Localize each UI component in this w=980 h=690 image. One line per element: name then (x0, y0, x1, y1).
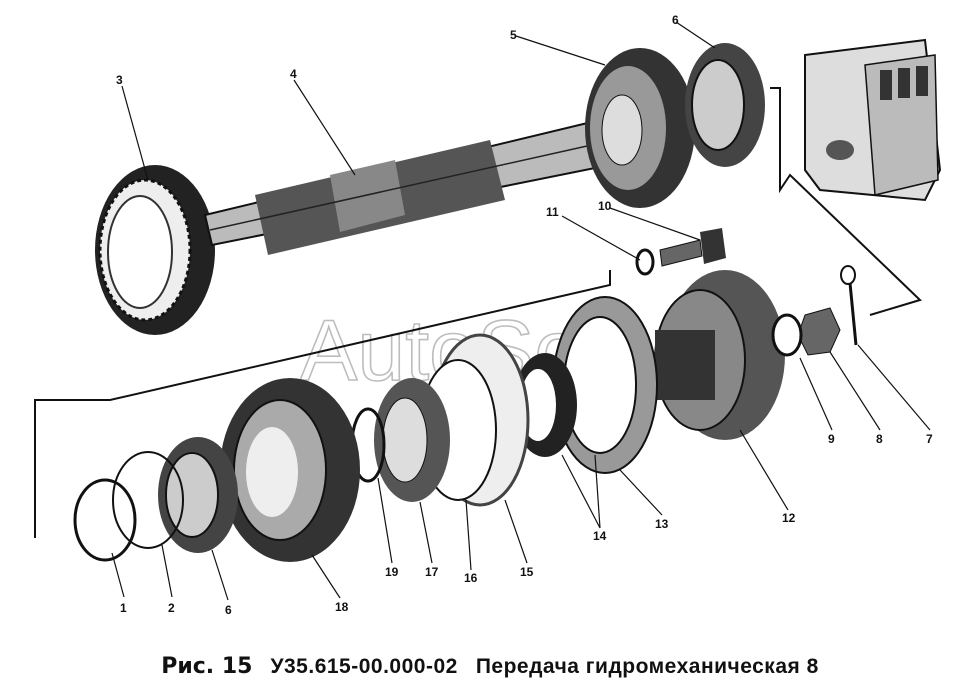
part-label: 5 (510, 28, 517, 42)
part-labels: 1 2 6 18 19 17 16 15 14 13 12 9 8 7 11 1… (116, 13, 933, 617)
figure-title: Передача гидромеханическая 8 (475, 655, 819, 678)
part-label: 6 (225, 603, 232, 617)
snap-ring-part-1 (73, 478, 137, 562)
part-label: 15 (520, 565, 534, 579)
cotter-pin-part-7 (840, 265, 858, 346)
bearing-part-6-bottom (158, 437, 238, 553)
bearing-part-17 (374, 378, 450, 502)
assembly-lines (34, 87, 922, 538)
part-label: 14 (593, 529, 607, 543)
flange-cover-part-12 (654, 270, 785, 440)
part-label: 2 (168, 601, 175, 615)
part-label: 19 (385, 565, 399, 579)
part-label: 1 (120, 601, 127, 615)
part-label: 13 (655, 517, 669, 531)
drawing-code: У35.615-00.000-02 (270, 655, 458, 678)
housing-cover-part-13 (552, 296, 658, 474)
leader-lines (111, 21, 931, 601)
part-label: 9 (828, 432, 835, 446)
nut-part-8 (797, 307, 841, 356)
gearbox-housing (804, 38, 942, 202)
part-label: 11 (546, 205, 559, 219)
part-label: 16 (464, 571, 478, 585)
double-gear-part-5 (585, 48, 695, 208)
part-label: 6 (672, 13, 679, 27)
washer-part-9 (771, 313, 803, 357)
figure-number: Рис. 15 (161, 654, 253, 679)
washer-part-11 (635, 248, 655, 276)
main-shaft-part-4 (203, 118, 612, 255)
part-label: 4 (290, 67, 297, 81)
exploded-assembly-drawing: AutoSoft (34, 13, 942, 617)
part-label: 17 (425, 565, 439, 579)
snap-ring-part-2 (112, 451, 184, 549)
part-label: 3 (116, 73, 123, 87)
part-label: 12 (782, 511, 796, 525)
ring-gear-part-3 (95, 165, 215, 335)
gear-part-18 (220, 378, 360, 562)
part-label: 7 (926, 432, 933, 446)
part-label: 18 (335, 600, 349, 614)
part-label: 8 (876, 432, 883, 446)
part-label: 10 (598, 199, 612, 213)
bearing-part-6-top (685, 43, 765, 167)
figure-caption: Рис. 15 У35.615-00.000-02 Передача гидроме… (0, 650, 980, 684)
bolt-part-10 (659, 228, 726, 267)
